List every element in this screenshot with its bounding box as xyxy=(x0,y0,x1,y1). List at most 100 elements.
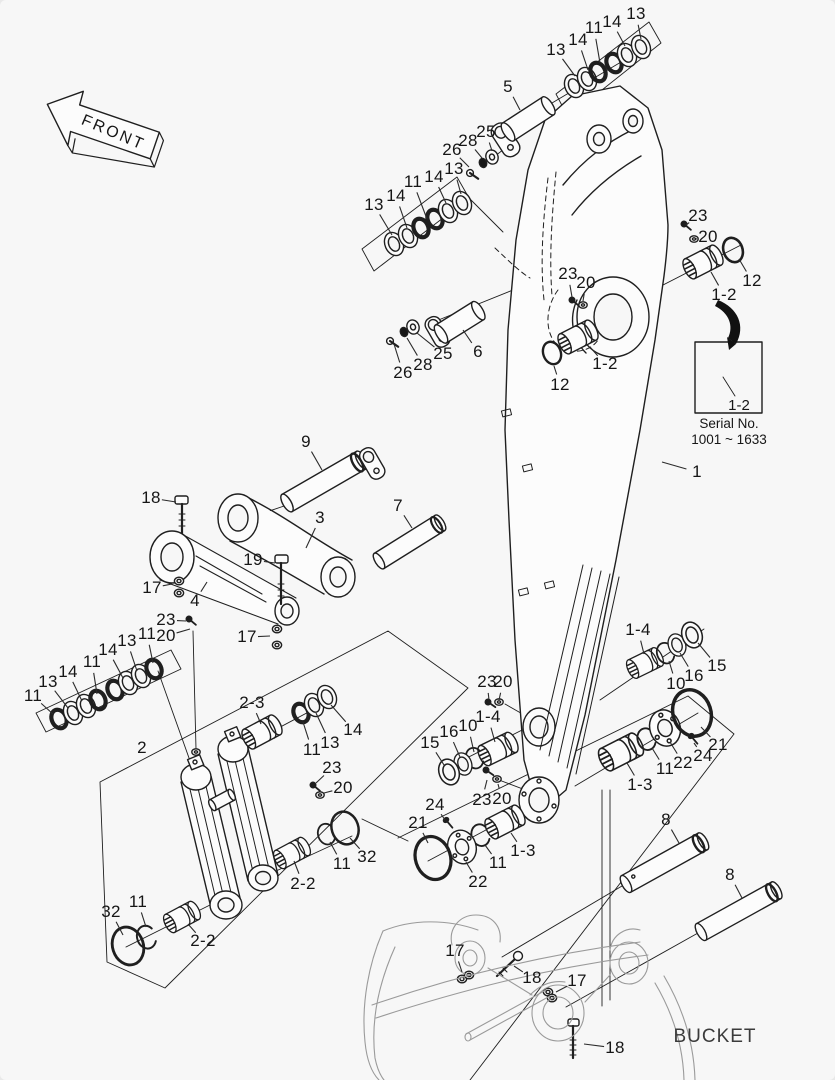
ring-cluster-2-3 xyxy=(291,681,341,724)
bucket xyxy=(363,914,696,1080)
callout-part-11: 11 xyxy=(488,853,508,872)
serial-note-line1: Serial No. xyxy=(699,416,758,431)
callout-part-11: 11 xyxy=(403,172,423,191)
callout-part-16: 16 xyxy=(684,666,704,685)
callout-part-20: 20 xyxy=(492,789,512,808)
callout-part-1-4: 1-4 xyxy=(625,620,651,639)
callout-part-1-4: 1-4 xyxy=(475,707,501,726)
callout-part-14: 14 xyxy=(424,167,444,186)
callout-part-24: 24 xyxy=(425,795,445,814)
callout-part-17: 17 xyxy=(142,578,162,597)
callout-part-11: 11 xyxy=(82,652,102,671)
pin-5 xyxy=(490,96,556,158)
callout-part-12: 12 xyxy=(742,271,762,290)
callout-part-2-3: 2-3 xyxy=(239,693,265,712)
callout-part-13: 13 xyxy=(444,159,464,178)
callout-part-2-2: 2-2 xyxy=(290,874,316,893)
callout-part-26: 26 xyxy=(442,140,462,159)
callout-part-10: 10 xyxy=(458,716,478,735)
bolt-18-link4 xyxy=(174,495,189,535)
callout-part-11: 11 xyxy=(655,759,675,778)
front-arrow: FRONT xyxy=(46,90,165,168)
callout-part-13: 13 xyxy=(364,195,384,214)
callout-part-18: 18 xyxy=(522,968,542,987)
callout-part-20: 20 xyxy=(493,672,513,691)
callout-part-11: 11 xyxy=(332,854,352,873)
arm-part-1 xyxy=(494,85,669,824)
callout-part-1-2: 1-2 xyxy=(711,285,737,304)
callout-part-15: 15 xyxy=(420,733,440,752)
callout-part-5: 5 xyxy=(503,77,513,96)
serial-note-line2: 1001 ~ 1633 xyxy=(691,432,766,447)
callout-part-11: 11 xyxy=(137,624,157,643)
callout-part-23: 23 xyxy=(477,672,497,691)
callout-part-20: 20 xyxy=(333,778,353,797)
callout-part-28: 28 xyxy=(458,131,478,150)
callout-part-14: 14 xyxy=(568,30,588,49)
callout-part-17: 17 xyxy=(445,941,465,960)
callout-part-10: 10 xyxy=(666,674,686,693)
callout-part-14: 14 xyxy=(58,662,78,681)
callout-part-13: 13 xyxy=(546,40,566,59)
callout-part-2-2: 2-2 xyxy=(190,931,216,950)
callout-part-19: 19 xyxy=(243,550,263,569)
callout-part-13: 13 xyxy=(117,631,137,650)
callout-part-16: 16 xyxy=(439,722,459,741)
serial-number-box: 1-2 Serial No. 1001 ~ 1633 xyxy=(691,300,767,447)
pin-9 xyxy=(280,447,386,513)
bolt-18-bucket-upper xyxy=(495,950,524,978)
callout-part-12: 12 xyxy=(550,375,570,394)
callout-part-23: 23 xyxy=(472,790,492,809)
bucket-label: BUCKET xyxy=(673,1026,757,1047)
callout-part-7: 7 xyxy=(393,496,403,515)
callout-part-2: 2 xyxy=(137,738,147,757)
callout-part-32: 32 xyxy=(101,902,121,921)
callout-part-11: 11 xyxy=(128,892,148,911)
callout-part-17: 17 xyxy=(567,971,587,990)
callout-part-14: 14 xyxy=(98,640,118,659)
callout-part-21: 21 xyxy=(408,813,428,832)
callout-part-22: 22 xyxy=(673,753,693,772)
pin-7 xyxy=(372,514,447,570)
callout-part-3: 3 xyxy=(315,508,325,527)
pin-6 xyxy=(424,300,486,348)
link-4 xyxy=(149,530,300,626)
callout-part-32: 32 xyxy=(357,847,377,866)
serial-arrow xyxy=(715,300,741,344)
callout-part-13: 13 xyxy=(626,4,646,23)
callout-part-23: 23 xyxy=(558,264,578,283)
link-assembly-2 xyxy=(180,726,279,920)
callout-part-17: 17 xyxy=(237,627,257,646)
callout-part-1-2: 1-2 xyxy=(592,354,618,373)
callout-part-14: 14 xyxy=(602,12,622,31)
hardware xyxy=(173,147,701,1060)
serial-box-part-label: 1-2 xyxy=(728,397,750,414)
callout-part-11: 11 xyxy=(302,740,322,759)
callout-part-13: 13 xyxy=(320,733,340,752)
callout-part-28: 28 xyxy=(413,355,433,374)
callout-part-23: 23 xyxy=(156,610,176,629)
callout-part-8: 8 xyxy=(661,810,671,829)
callout-part-8: 8 xyxy=(725,865,735,884)
callout-part-22: 22 xyxy=(468,872,488,891)
callout-part-6: 6 xyxy=(473,342,483,361)
callout-part-23: 23 xyxy=(322,758,342,777)
callout-part-25: 25 xyxy=(476,122,496,141)
callout-part-25: 25 xyxy=(433,344,453,363)
callout-part-11: 11 xyxy=(23,686,43,705)
callout-part-13: 13 xyxy=(38,672,58,691)
callout-part-1: 1 xyxy=(692,462,702,481)
callout-part-1-3: 1-3 xyxy=(510,841,536,860)
callout-part-4: 4 xyxy=(190,591,200,610)
callout-part-15: 15 xyxy=(707,656,727,675)
callout-part-21: 21 xyxy=(708,735,728,754)
pin-8-lower xyxy=(694,881,783,942)
callout-part-26: 26 xyxy=(393,363,413,382)
callout-part-20: 20 xyxy=(156,626,176,645)
callout-part-11: 11 xyxy=(584,18,604,37)
callout-part-1-3: 1-3 xyxy=(627,775,653,794)
callout-part-14: 14 xyxy=(386,186,406,205)
callout-part-24: 24 xyxy=(693,746,713,765)
callout-part-18: 18 xyxy=(605,1038,625,1057)
